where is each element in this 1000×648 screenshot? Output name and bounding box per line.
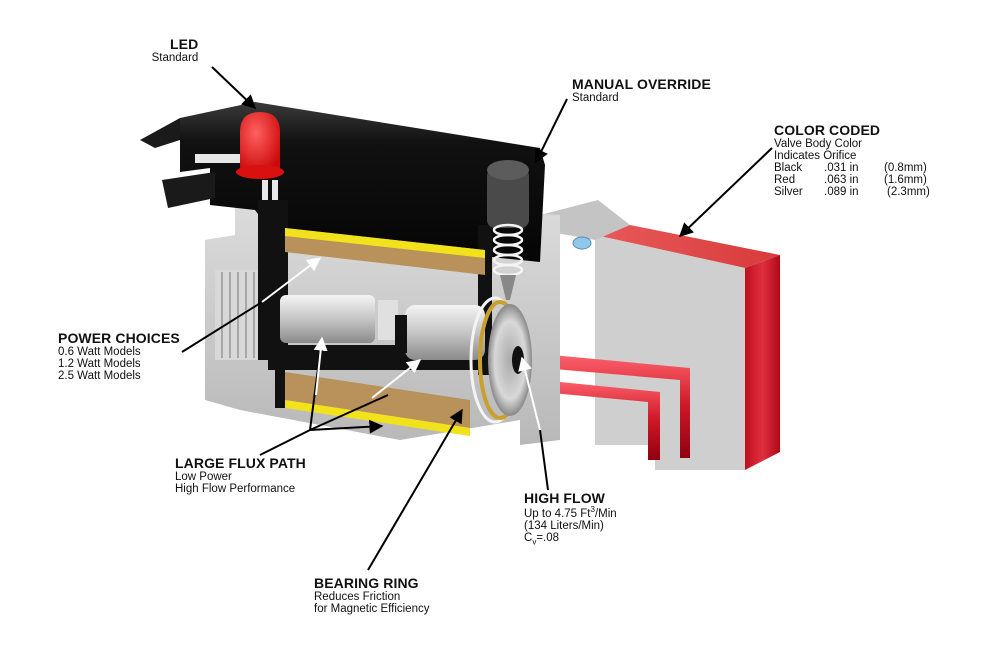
orifice-mm: (1.6mm) (884, 173, 927, 186)
label-large-flux-path-title: LARGE FLUX PATH (175, 455, 306, 471)
manual-override (487, 160, 529, 300)
label-high-flow: HIGH FLOW Up to 4.75 Ft3/Min (134 Liters… (524, 491, 617, 546)
label-high-flow-line-1: Up to 4.75 Ft3/Min (524, 504, 617, 520)
orifice-inch: .031 in (824, 161, 859, 174)
orifice-color: Black (774, 161, 803, 174)
orifice-inch: .089 in (824, 185, 859, 198)
label-power-choices-title: POWER CHOICES (58, 330, 180, 346)
label-bearing-ring: BEARING RING Reduces Friction for Magnet… (314, 576, 429, 615)
label-high-flow-line-2: (134 Liters/Min) (524, 519, 604, 532)
label-power-choices-line-3: 2.5 Watt Models (58, 369, 141, 382)
label-manual-override: MANUAL OVERRIDE Standard (572, 77, 711, 104)
orifice-mm: (0.8mm) (884, 161, 927, 174)
table-row: Red .063 in (1.6mm) (774, 174, 930, 186)
label-power-choices-line-1: 0.6 Watt Models (58, 345, 141, 358)
label-led-line: Standard (151, 51, 199, 64)
label-large-flux-path: LARGE FLUX PATH Low Power High Flow Perf… (175, 456, 306, 495)
valve-body-red (520, 200, 780, 470)
callout-arrows (181, 66, 773, 571)
label-led-title: LED (170, 36, 199, 52)
label-power-choices: POWER CHOICES 0.6 Watt Models 1.2 Watt M… (58, 331, 180, 382)
table-row: Silver .089 in (2.3mm) (774, 186, 930, 198)
label-bearing-ring-line-2: for Magnetic Efficiency (314, 602, 430, 615)
label-color-coded-line-1: Valve Body Color (774, 137, 862, 150)
label-manual-override-title: MANUAL OVERRIDE (572, 76, 711, 92)
label-bearing-ring-line-1: Reduces Friction (314, 590, 401, 603)
label-high-flow-title: HIGH FLOW (524, 490, 605, 506)
orifice-color-table: Black .031 in (0.8mm) Red .063 in (1.6mm… (774, 162, 930, 198)
label-color-coded-title: COLOR CODED (774, 122, 881, 138)
orifice-mm: (2.3mm) (887, 185, 930, 198)
orifice-color: Silver (774, 185, 803, 198)
label-manual-override-line: Standard (572, 91, 619, 104)
led (236, 112, 284, 200)
plunger (280, 295, 485, 360)
label-bearing-ring-title: BEARING RING (314, 575, 419, 591)
label-large-flux-path-line-1: Low Power (175, 470, 232, 483)
label-power-choices-line-2: 1.2 Watt Models (58, 357, 141, 370)
label-color-coded: COLOR CODED Valve Body Color Indicates O… (774, 123, 930, 198)
orifice-color: Red (774, 173, 796, 186)
orifice-inch: .063 in (824, 173, 859, 186)
label-led: LED Standard (152, 36, 199, 64)
label-large-flux-path-line-2: High Flow Performance (175, 482, 296, 495)
label-high-flow-line-3: Cv=.08 (524, 531, 560, 546)
label-color-coded-line-2: Indicates Orifice (774, 149, 857, 162)
table-row: Black .031 in (0.8mm) (774, 162, 930, 174)
